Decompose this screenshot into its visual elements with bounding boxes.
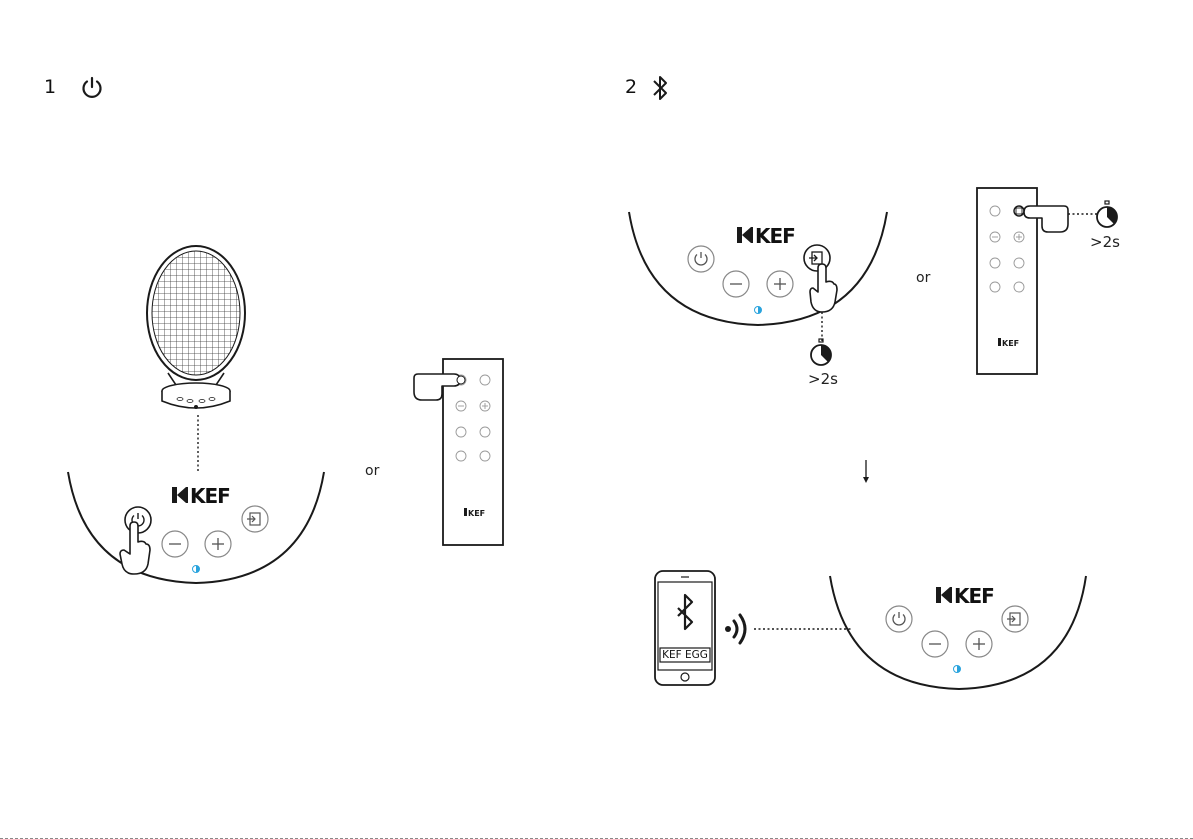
kef-logo-mark: [737, 227, 753, 243]
power-icon: [80, 76, 104, 100]
svg-text:KEF: KEF: [468, 509, 485, 518]
status-led: [952, 664, 962, 674]
step-1-number: 1: [44, 76, 56, 98]
volume-down-button[interactable]: [160, 529, 190, 559]
step-2-number: 2: [625, 76, 637, 98]
bluetooth-icon: [652, 74, 668, 102]
volume-up-button[interactable]: [203, 529, 233, 559]
hand-pressing-remote-icon: [1022, 198, 1070, 234]
hand-icon: [118, 520, 152, 576]
status-led: [191, 564, 201, 574]
power-button[interactable]: [686, 244, 716, 274]
wifi-signal-icon: [724, 612, 750, 646]
volume-down-button[interactable]: [721, 269, 751, 299]
stopwatch-icon: [1094, 200, 1120, 230]
source-button[interactable]: [240, 504, 270, 534]
arrow-down-icon: [861, 460, 871, 484]
smartphone: [654, 570, 716, 686]
or-label-step2: or: [916, 270, 930, 286]
panel-logo: KEF: [172, 484, 228, 508]
hold-duration-label-remote: >2s: [1090, 233, 1120, 251]
hand-icon: [808, 262, 838, 314]
volume-down-button[interactable]: [920, 629, 950, 659]
kef-logo-text: KEF: [755, 224, 795, 248]
source-button[interactable]: [1000, 604, 1030, 634]
hand-pressing-remote-icon: [412, 366, 464, 404]
kef-logo-text: KEF: [954, 584, 994, 608]
power-button[interactable]: [884, 604, 914, 634]
kef-logo-mark: [936, 587, 952, 603]
kef-logo-mark: [172, 487, 188, 503]
panel-logo-paired: KEF: [936, 584, 992, 608]
panel-logo-step2: KEF: [737, 224, 793, 248]
stopwatch-icon: [808, 338, 834, 368]
svg-text:KEF: KEF: [1002, 339, 1019, 348]
dotted-connector: [196, 415, 200, 475]
kef-logo-text: KEF: [190, 484, 230, 508]
or-label-step1: or: [365, 463, 379, 479]
volume-up-button[interactable]: [765, 269, 795, 299]
hold-duration-label-panel: >2s: [808, 370, 838, 388]
speaker-illustration: [140, 245, 260, 425]
device-name-label: KEF EGG: [662, 649, 708, 661]
volume-up-button[interactable]: [964, 629, 994, 659]
status-led: [753, 305, 763, 315]
